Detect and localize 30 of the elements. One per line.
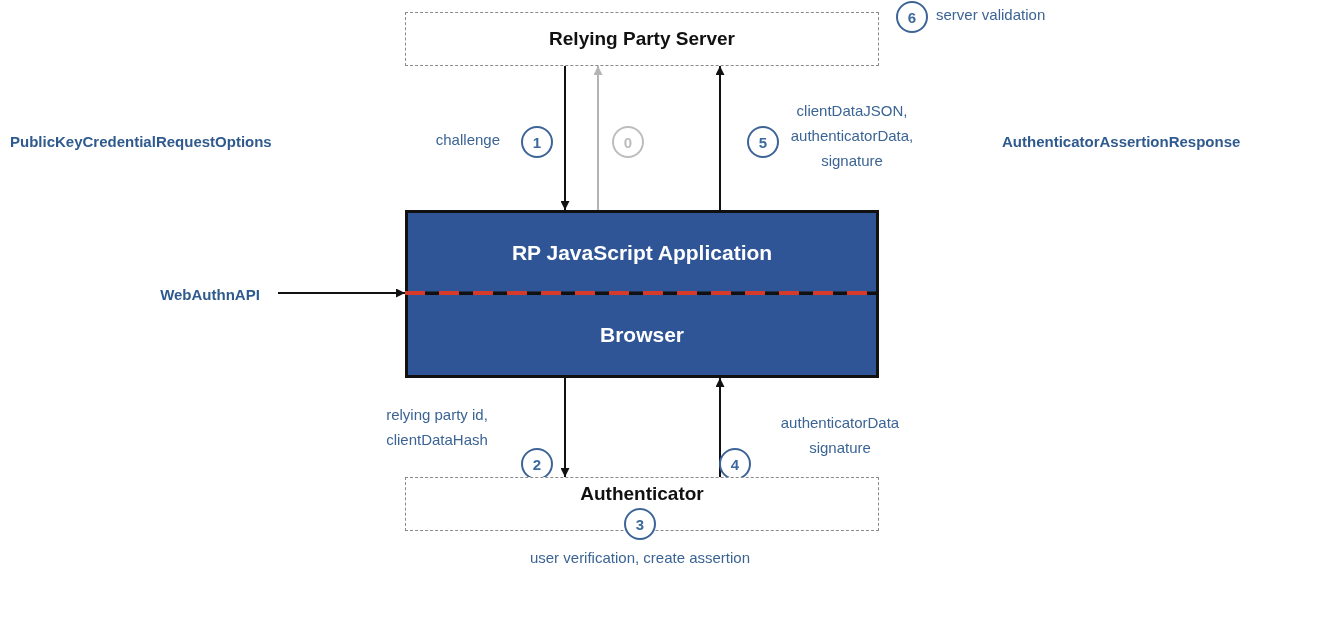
server-box — [405, 12, 879, 66]
step-description: clientDataJSON, authenticatorData, signature — [789, 101, 915, 171]
data-structure-label: PublicKeyCredentialRequestOptions — [10, 133, 272, 150]
box-title: RP JavaScript Application — [511, 240, 773, 265]
step-number: 0 — [612, 126, 644, 158]
step-number: 5 — [747, 126, 779, 158]
step-number: 2 — [521, 448, 553, 480]
box-title: Browser — [600, 323, 684, 347]
step-description: relying party id, clientDataHash — [385, 405, 489, 450]
arrow — [277, 288, 406, 298]
browser-layer — [405, 292, 879, 378]
box-title: Authenticator — [580, 483, 704, 505]
box-title: Relying Party Server — [549, 28, 735, 50]
step-number: 1 — [521, 126, 553, 158]
arrow — [593, 65, 603, 211]
arrow — [560, 377, 570, 478]
step-number: 3 — [624, 508, 656, 540]
arrow — [715, 377, 725, 478]
step-description: server validation — [936, 5, 1047, 25]
step-description: challenge — [434, 130, 500, 150]
arrow — [560, 65, 570, 211]
application-layer — [405, 210, 879, 295]
step-description: user verification, create assertion — [528, 548, 752, 568]
api-label: WebAuthnAPI — [150, 284, 270, 304]
step-number: 4 — [719, 448, 751, 480]
authenticator-box — [405, 477, 879, 531]
arrow — [715, 65, 725, 211]
data-structure-label: AuthenticatorAssertionResponse — [1002, 133, 1241, 150]
step-number: 6 — [896, 1, 928, 33]
step-description: authenticatorData signature — [779, 413, 901, 458]
